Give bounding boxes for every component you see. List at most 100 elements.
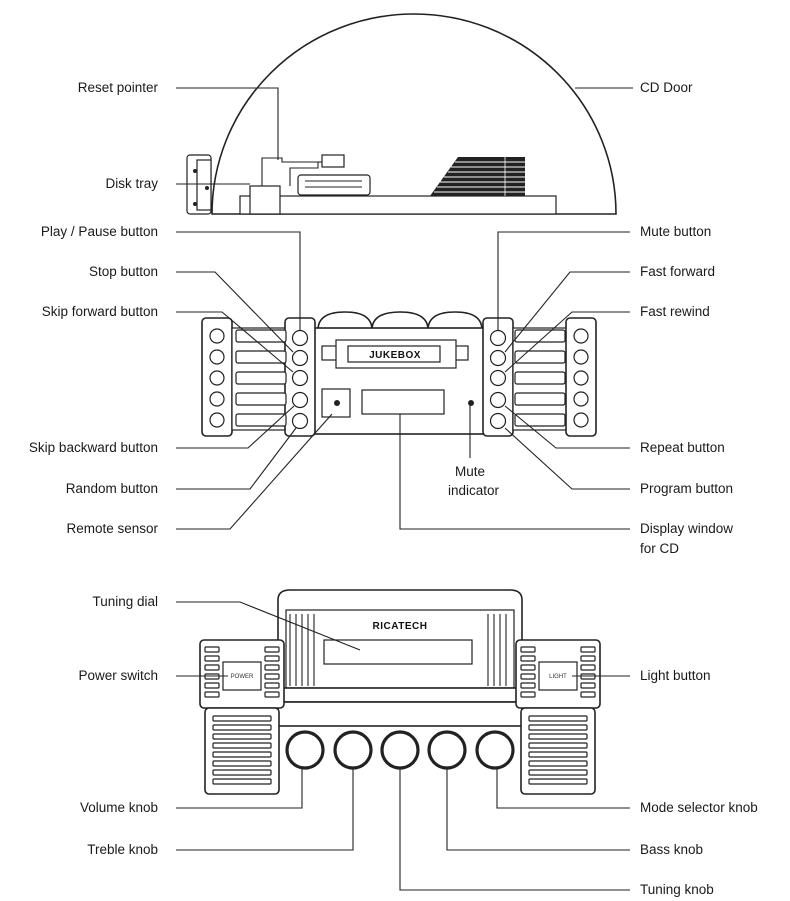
pod-light: [264, 655, 280, 662]
pod-light: [580, 691, 596, 698]
cd-stack: [430, 157, 525, 196]
right-side-slots: [514, 329, 566, 427]
side-slot: [514, 413, 566, 427]
side-slot: [514, 329, 566, 343]
side-slot: [235, 392, 287, 406]
side-slot: [514, 371, 566, 385]
pod-light: [520, 664, 536, 671]
side-light: [209, 328, 225, 344]
label-stop: Stop button: [89, 264, 158, 279]
pod-light: [204, 664, 220, 671]
label-display-window-line1: Display window: [640, 521, 733, 536]
pod-light: [520, 691, 536, 698]
label-treble-knob: Treble knob: [87, 842, 158, 857]
repeat-button[interactable]: [489, 391, 507, 409]
label-volume-knob: Volume knob: [80, 800, 158, 815]
label-play-pause: Play / Pause button: [41, 224, 158, 239]
skip-forward-button[interactable]: [291, 369, 309, 387]
left-side-slots: [235, 329, 287, 427]
label-display-window-line2: for CD: [640, 541, 679, 556]
label-mute-indicator-line1: Mute: [455, 464, 485, 479]
pod-light: [204, 655, 220, 662]
side-pod-vents: [212, 715, 588, 785]
side-light: [209, 370, 225, 386]
vent-slot: [212, 751, 272, 758]
pod-light: [580, 682, 596, 689]
label-random: Random button: [66, 481, 158, 496]
side-slot: [235, 413, 287, 427]
pod-light: [580, 664, 596, 671]
vent-slot: [528, 715, 588, 722]
vent-slot: [528, 733, 588, 740]
pod-light: [264, 691, 280, 698]
bass-knob[interactable]: [427, 730, 467, 770]
right-side-lights: [573, 328, 589, 428]
vent-slot: [212, 724, 272, 731]
label-cd-door: CD Door: [640, 80, 693, 95]
vent-slot: [528, 751, 588, 758]
pod-light: [580, 646, 596, 653]
pod-light: [520, 673, 536, 680]
label-power-switch: Power switch: [78, 668, 158, 683]
label-mute-button: Mute button: [640, 224, 711, 239]
pod-light: [264, 664, 280, 671]
cd-button-column-right: [489, 329, 507, 430]
label-program: Program button: [640, 481, 733, 496]
pod-light: [204, 691, 220, 698]
side-light: [573, 391, 589, 407]
fast-forward-button[interactable]: [489, 349, 507, 367]
left-side-lights: [209, 328, 225, 428]
skip-backward-button[interactable]: [291, 391, 309, 409]
leader-lines: [176, 87, 633, 891]
tuning-knob[interactable]: [380, 730, 420, 770]
vent-slot: [528, 769, 588, 776]
label-bass-knob: Bass knob: [640, 842, 703, 857]
pod-light: [520, 646, 536, 653]
label-fast-forward: Fast forward: [640, 264, 715, 279]
label-reset-pointer: Reset pointer: [78, 80, 159, 95]
vent-slot: [212, 760, 272, 767]
stop-button[interactable]: [291, 349, 309, 367]
pod-light: [264, 673, 280, 680]
side-light: [573, 412, 589, 428]
labels: Reset pointer CD Door Disk tray Play / P…: [29, 80, 758, 897]
mute-button[interactable]: [489, 329, 507, 347]
pod-light: [264, 682, 280, 689]
side-slot: [235, 371, 287, 385]
treble-knob[interactable]: [333, 730, 373, 770]
control-panel: [201, 311, 597, 437]
side-slot: [514, 392, 566, 406]
play-pause-button[interactable]: [291, 329, 309, 347]
label-mode-selector-knob: Mode selector knob: [640, 800, 758, 815]
vent-slot: [212, 769, 272, 776]
brand-logo: RICATECH: [373, 621, 428, 632]
volume-knob[interactable]: [285, 730, 325, 770]
program-button[interactable]: [489, 412, 507, 430]
label-fast-rewind: Fast rewind: [640, 304, 710, 319]
side-light: [209, 349, 225, 365]
side-slot: [235, 329, 287, 343]
cd-door-dome: [211, 13, 617, 215]
pod-light: [204, 646, 220, 653]
side-light: [209, 391, 225, 407]
pod-light: [520, 682, 536, 689]
vent-slot: [528, 778, 588, 785]
reset-pointer-arm: [261, 154, 378, 197]
vent-slot: [212, 733, 272, 740]
light-button[interactable]: [538, 661, 578, 691]
label-repeat: Repeat button: [640, 440, 725, 455]
mode-selector-knob[interactable]: [475, 730, 515, 770]
side-light: [573, 328, 589, 344]
label-remote-sensor: Remote sensor: [66, 521, 158, 536]
label-tuning-dial: Tuning dial: [92, 594, 158, 609]
vent-slot: [528, 760, 588, 767]
fast-rewind-button[interactable]: [489, 369, 507, 387]
label-disk-tray: Disk tray: [105, 176, 158, 191]
random-button[interactable]: [291, 412, 309, 430]
power-switch[interactable]: [222, 661, 262, 691]
pod-light: [204, 682, 220, 689]
label-light-button: Light button: [640, 668, 711, 683]
vent-slot: [212, 742, 272, 749]
vent-slot: [528, 724, 588, 731]
